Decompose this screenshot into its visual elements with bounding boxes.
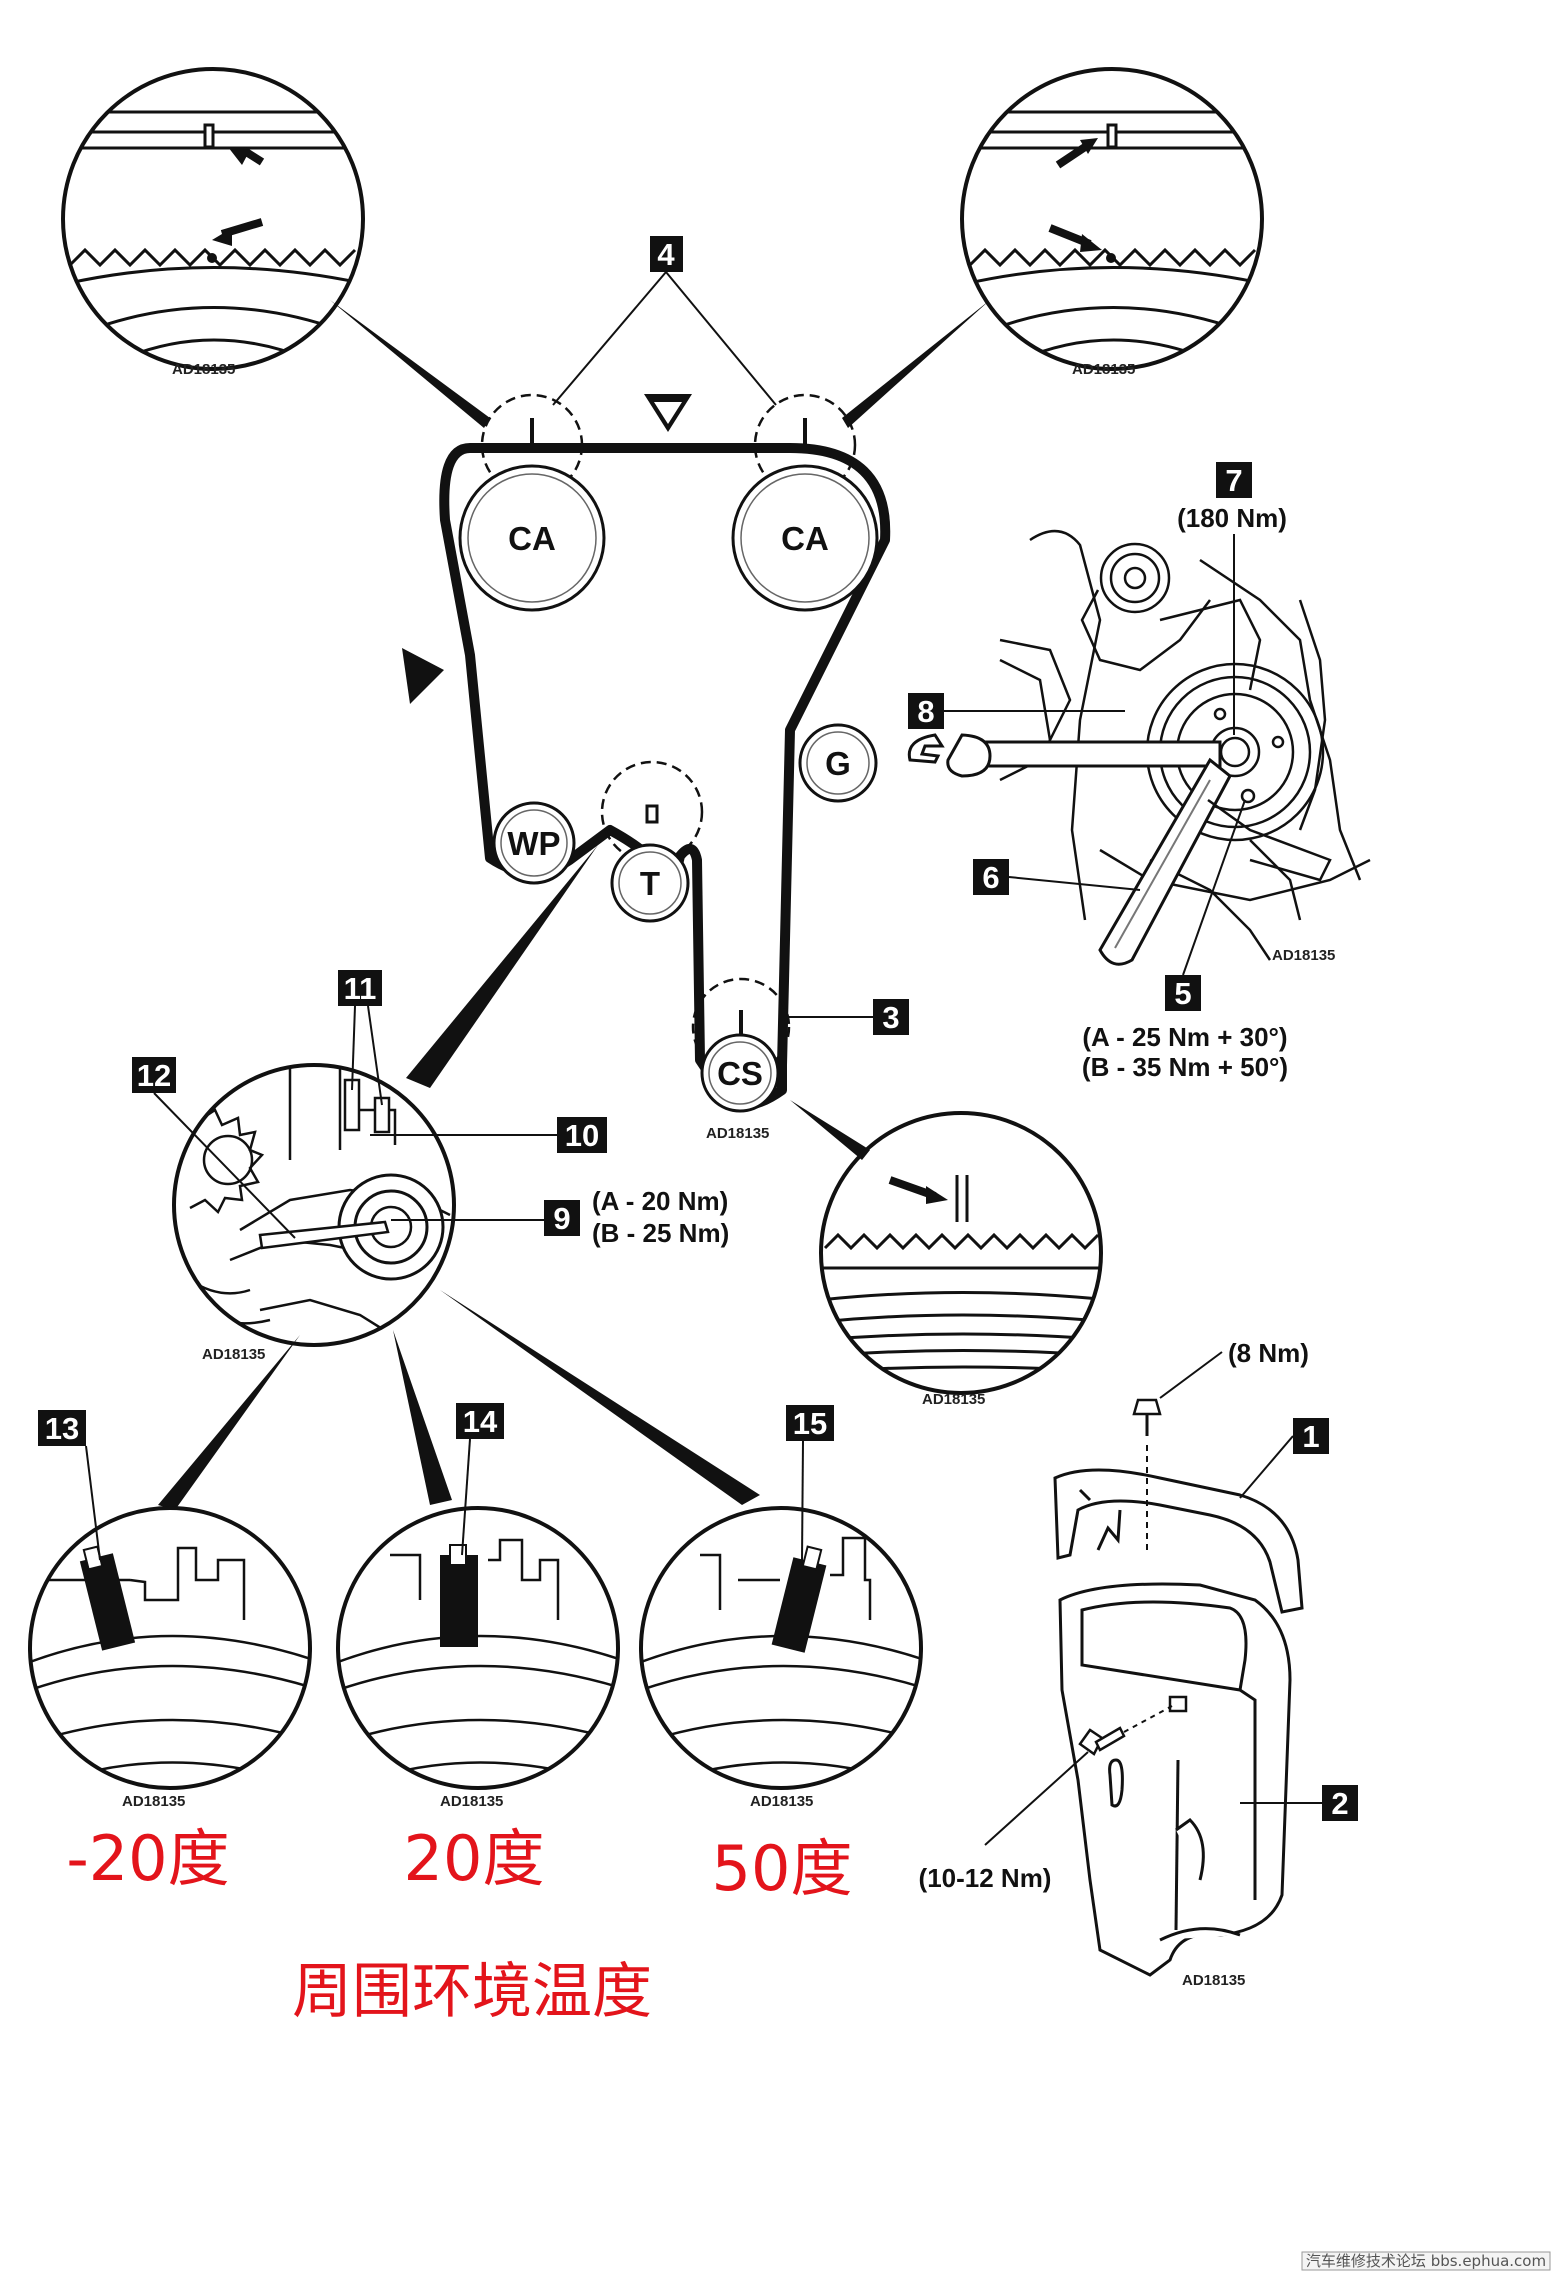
rotation-arrow-left	[402, 648, 444, 704]
callout-4: 4	[657, 237, 675, 272]
callout-3-box	[873, 999, 909, 1035]
footer-watermark: 汽车维修技术论坛 bbs.ephua.com	[1306, 2252, 1546, 2270]
torque-cover-bolt-lower: (10-12 Nm)	[919, 1863, 1052, 1893]
callout-5-box	[1165, 975, 1201, 1011]
image-code-label: AD18135	[1272, 947, 1335, 964]
callout-12: 12	[137, 1058, 171, 1093]
temperature-cold-label: -20度	[66, 1822, 229, 1895]
leader-wedge	[440, 1290, 760, 1505]
pulley-label-ca-right: CA	[781, 520, 829, 557]
pulley-water-pump: WP	[492, 801, 576, 885]
callout-10-box	[557, 1117, 607, 1153]
timing-cover-upper	[1053, 1468, 1304, 1614]
pulley-crankshaft: CS	[700, 1033, 780, 1113]
footer-watermark-box	[1301, 2251, 1551, 2271]
leader-wedge	[790, 1100, 870, 1160]
leader-wedge	[393, 1330, 452, 1505]
pulley-tensioner: T	[610, 843, 690, 923]
callout-2: 2	[1331, 1786, 1348, 1821]
image-code-label: AD18135	[1072, 361, 1135, 378]
image-code-label: AD18135	[1182, 1972, 1245, 1989]
pulley-label-wp: WP	[507, 825, 560, 862]
image-code-label: AD18135	[922, 1391, 985, 1408]
callout-1: 1	[1302, 1419, 1319, 1454]
callout-7: 7	[1225, 463, 1242, 498]
torque-crank-bolt: (180 Nm)	[1177, 503, 1287, 533]
callout-15: 15	[793, 1406, 827, 1441]
callout-13-box	[38, 1410, 86, 1446]
leader-wedge	[406, 845, 598, 1088]
pulley-camshaft-right: CA	[731, 464, 879, 612]
timing-mark-circle	[691, 977, 791, 1077]
image-code-label: AD18135	[706, 1125, 769, 1142]
image-code-label: AD18135	[172, 361, 235, 378]
timing-mark-circle	[600, 760, 704, 864]
callout-2-box	[1322, 1785, 1358, 1821]
callout-3: 3	[882, 1000, 899, 1035]
detail-tension-mid: AD18135	[336, 1506, 620, 1810]
callout-14-box	[456, 1403, 504, 1439]
callout-6-box	[973, 859, 1009, 895]
callout-1-box	[1293, 1418, 1329, 1454]
image-code-label: AD18135	[440, 1793, 503, 1810]
timing-cover-lower	[1058, 1582, 1292, 1977]
torque-pulley-bolt-b: (B - 35 Nm + 50°)	[1082, 1052, 1288, 1082]
detail-camshaft-left: AD18135	[61, 67, 365, 378]
pulley-label-ca-left: CA	[508, 520, 556, 557]
callout-15-box	[786, 1405, 834, 1441]
callout-14: 14	[463, 1404, 498, 1439]
callout-11-box	[338, 970, 382, 1006]
leader-wedge	[158, 1335, 300, 1510]
torque-pulley-bolt-a: (A - 25 Nm + 30°)	[1082, 1022, 1287, 1052]
pulley-label-t: T	[640, 865, 660, 902]
timing-mark-circle	[480, 393, 584, 497]
callout-11: 11	[344, 971, 377, 1006]
timing-belt	[439, 443, 891, 1110]
callout-12-box	[132, 1057, 176, 1093]
torque-cover-bolt-upper: (8 Nm)	[1228, 1338, 1309, 1368]
callout-8-box	[908, 693, 944, 729]
holding-bar-tool	[1098, 757, 1332, 966]
pulley-label-g: G	[825, 745, 851, 782]
callout-4-box	[650, 236, 683, 272]
image-code-label: AD18135	[750, 1793, 813, 1810]
wrench-tool	[907, 733, 1222, 778]
detail-camshaft-right: AD18135	[960, 67, 1264, 378]
callout-9: 9	[553, 1201, 570, 1236]
callout-9-box	[544, 1200, 580, 1236]
detail-tension-hot: AD18135	[639, 1506, 923, 1810]
detail-tension-cold: AD18135	[28, 1506, 312, 1810]
bolt-upper-cover	[1132, 1398, 1162, 1555]
torque-tensioner-a: (A - 20 Nm)	[592, 1186, 728, 1216]
callout-8: 8	[917, 694, 934, 729]
callout-13: 13	[45, 1411, 79, 1446]
timing-mark-circle	[753, 393, 857, 497]
image-code-label: AD18135	[202, 1346, 265, 1363]
callout-6: 6	[982, 860, 999, 895]
bolt-lower-cover	[1078, 1695, 1188, 1756]
torque-tensioner-b: (B - 25 Nm)	[592, 1218, 729, 1248]
pulley-camshaft-left: CA	[458, 464, 606, 612]
pulley-label-cs: CS	[717, 1055, 763, 1092]
callout-5: 5	[1174, 976, 1191, 1011]
leader-wedge	[842, 300, 990, 428]
callout-10: 10	[565, 1118, 599, 1153]
leader-wedge	[330, 300, 490, 428]
temperature-hot-label: 50度	[712, 1832, 853, 1905]
ambient-temperature-caption: 周围环境温度	[292, 1957, 652, 2027]
image-code-label: AD18135	[122, 1793, 185, 1810]
pulley-idler: G	[798, 723, 878, 803]
temperature-mid-label: 20度	[404, 1822, 545, 1895]
detail-tensioner: AD18135	[172, 1063, 456, 1363]
callout-7-box	[1216, 462, 1252, 498]
